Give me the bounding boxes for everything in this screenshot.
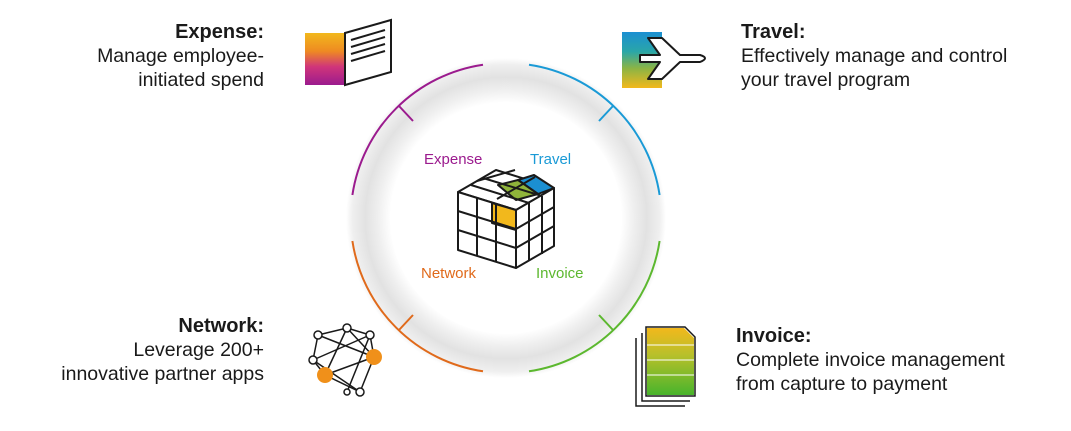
network-desc-line-1: Leverage 200+	[133, 339, 264, 361]
travel-block: Travel: Effectively manage and control y…	[741, 20, 1061, 92]
network-block: Network: Leverage 200+ innovative partne…	[20, 314, 264, 386]
network-title: Network:	[178, 315, 264, 337]
rubiks-cube-icon	[457, 169, 555, 269]
inner-label-travel: Travel	[530, 151, 572, 168]
network-arc	[351, 240, 484, 373]
invoice-desc-line-2: from capture to payment	[736, 373, 948, 395]
travel-arc-tick	[598, 105, 614, 122]
expense-title: Expense:	[175, 21, 264, 43]
travel-arc	[528, 63, 661, 196]
network-arc-tick	[398, 314, 414, 331]
inner-label-network: Network	[421, 265, 477, 282]
travel-title: Travel:	[741, 21, 806, 43]
travel-desc-line-1: Effectively manage and control	[741, 45, 1008, 67]
expense-desc-line-1: Manage employee-	[97, 45, 264, 67]
invoice-arc	[528, 240, 661, 373]
travel-desc-line-2: your travel program	[741, 69, 911, 91]
expense-desc-line-2: initiated spend	[138, 69, 264, 91]
invoice-title: Invoice:	[736, 325, 812, 347]
expense-arc-tick	[398, 105, 414, 122]
expense-arc	[351, 63, 484, 196]
inner-label-invoice: Invoice	[536, 265, 584, 282]
invoice-desc-line-1: Complete invoice management	[736, 349, 1005, 371]
invoice-arc-tick	[598, 314, 614, 331]
network-desc-line-2: innovative partner apps	[61, 363, 264, 385]
inner-label-expense: Expense	[424, 151, 483, 168]
expense-block: Expense: Manage employee- initiated spen…	[40, 20, 264, 92]
invoice-block: Invoice: Complete invoice management fro…	[736, 324, 1066, 396]
